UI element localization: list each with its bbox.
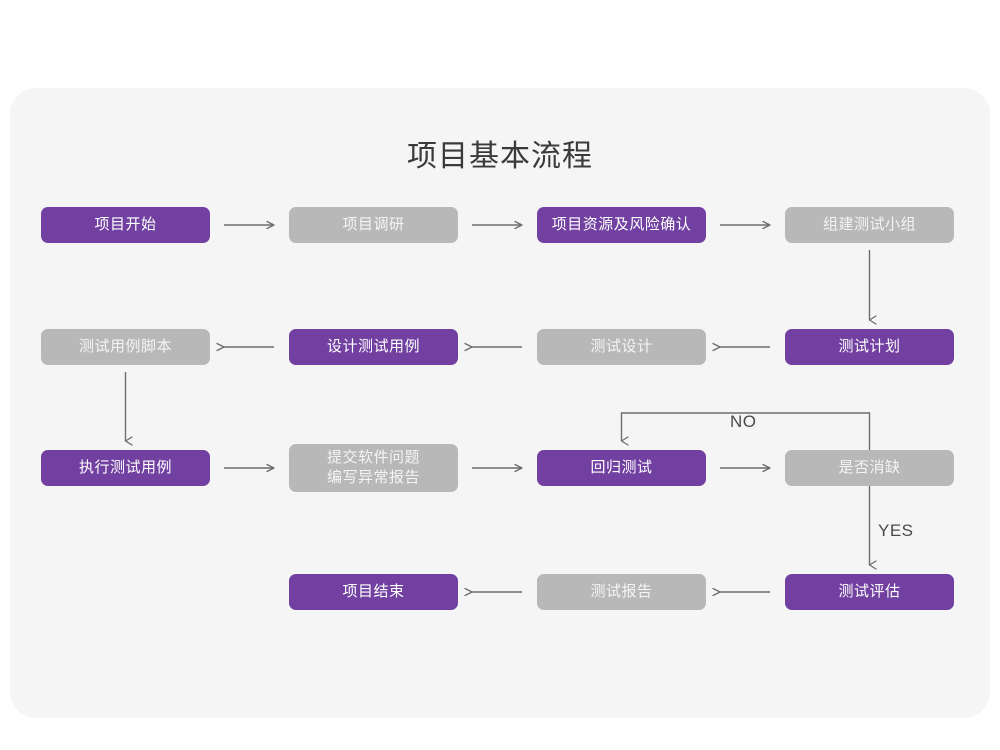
node-test-case-script[interactable]: 测试用例脚本 [41,329,210,365]
node-regression-test[interactable]: 回归测试 [537,450,706,486]
node-build-test-team[interactable]: 组建测试小组 [785,207,954,243]
node-resource-risk-confirm[interactable]: 项目资源及风险确认 [537,207,706,243]
page-title: 项目基本流程 [407,140,593,173]
node-project-start[interactable]: 项目开始 [41,207,210,243]
node-execute-test-case[interactable]: 执行测试用例 [41,450,210,486]
edge-label-no: NO [730,412,757,431]
diagram-card [10,88,990,718]
node-test-report[interactable]: 测试报告 [537,574,706,610]
edge-label-yes: YES [878,521,914,540]
node-project-research[interactable]: 项目调研 [289,207,458,243]
node-test-evaluation[interactable]: 测试评估 [785,574,954,610]
node-submit-defect-report[interactable]: 提交软件问题 编写异常报告 [289,444,458,492]
node-defect-resolved[interactable]: 是否消缺 [785,450,954,486]
node-design-test-case[interactable]: 设计测试用例 [289,329,458,365]
node-project-end[interactable]: 项目结束 [289,574,458,610]
node-test-design[interactable]: 测试设计 [537,329,706,365]
node-test-plan[interactable]: 测试计划 [785,329,954,365]
